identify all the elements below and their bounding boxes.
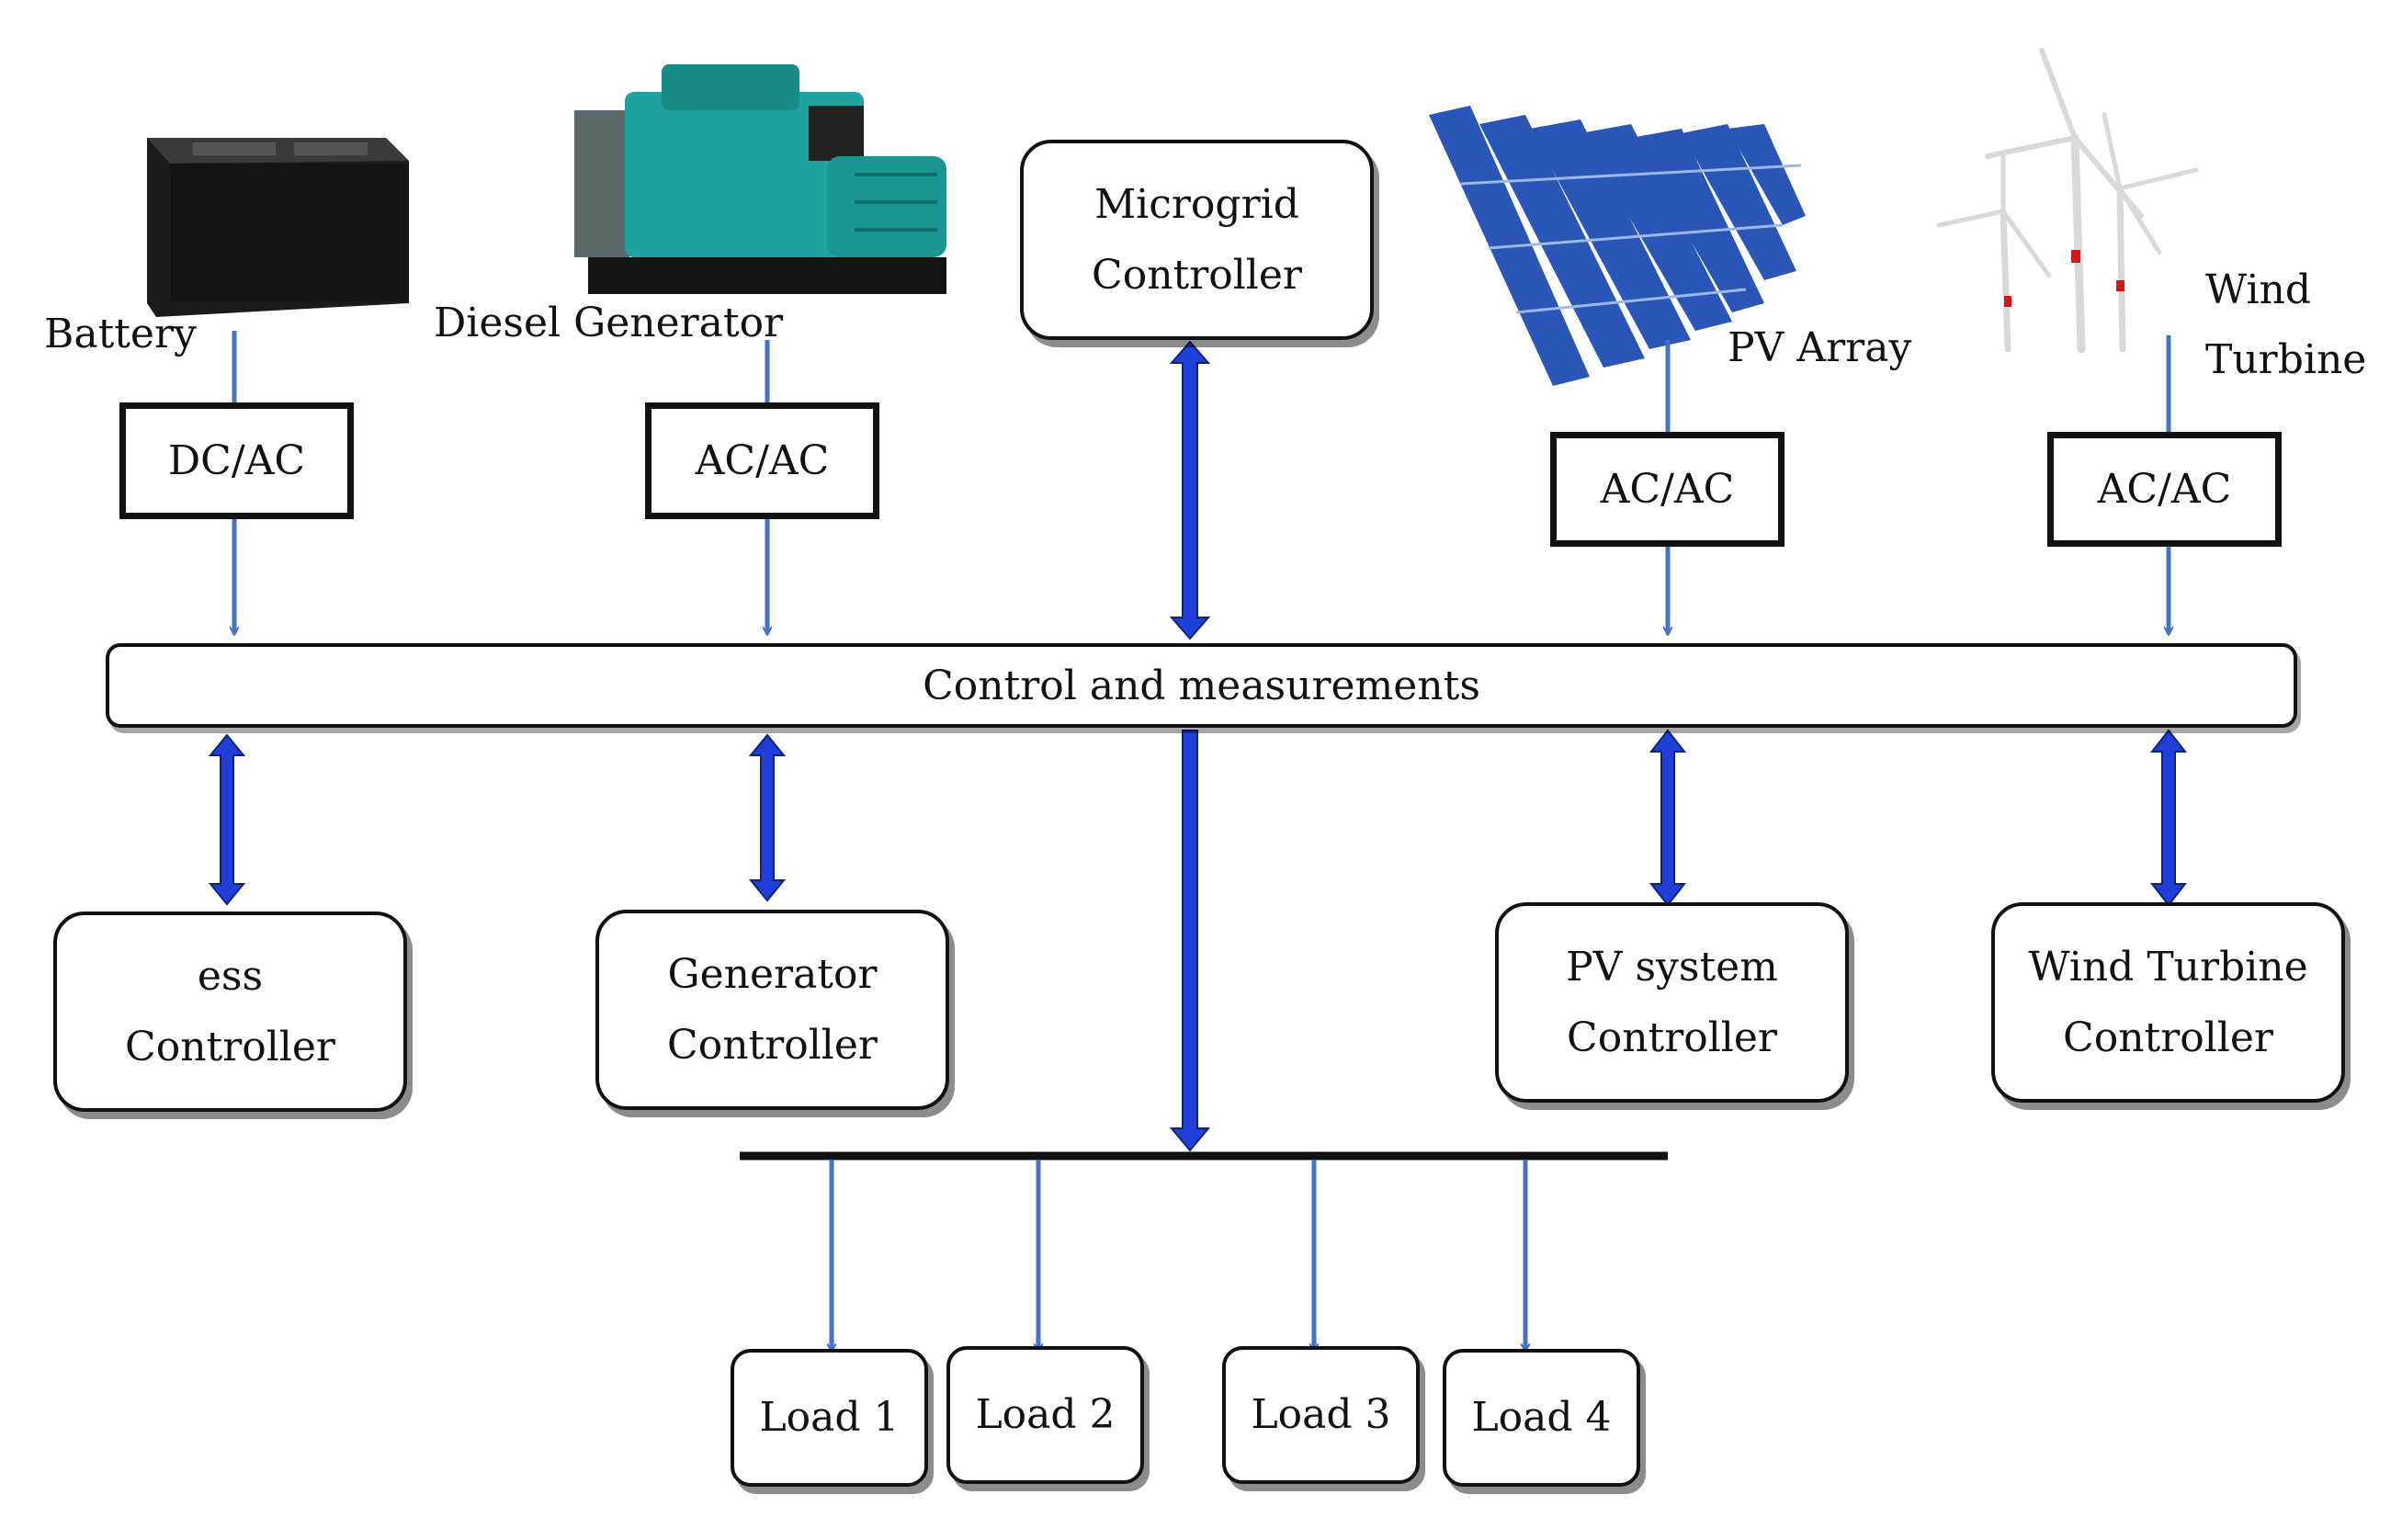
load-box: Load 3 bbox=[1222, 1346, 1420, 1484]
load-box: Load 1 bbox=[731, 1349, 928, 1487]
source-connectors bbox=[234, 331, 2169, 634]
ess-controller-box: ess Controller bbox=[53, 912, 407, 1112]
pv-system-controller-line2: Controller bbox=[1567, 1014, 1777, 1061]
diesel-converter-box: AC/AC bbox=[645, 402, 879, 519]
pv-converter-box: AC/AC bbox=[1550, 432, 1785, 547]
wind-turbine-controller-line1: Wind Turbine bbox=[2028, 944, 2308, 991]
pv-system-controller-box: PV system Controller bbox=[1495, 902, 1849, 1103]
microgrid-controller-line2: Controller bbox=[1092, 252, 1302, 299]
generator-controller-line1: Generator bbox=[667, 951, 878, 998]
generator-controller-line2: Controller bbox=[667, 1022, 878, 1069]
wind-turbine-icon bbox=[1936, 48, 2199, 354]
wind-converter-box: AC/AC bbox=[2047, 432, 2282, 547]
battery-label: Battery bbox=[44, 311, 197, 357]
ess-controller-line1: ess bbox=[197, 953, 264, 1000]
battery-icon bbox=[147, 138, 409, 317]
pv-array-label: PV Array bbox=[1728, 324, 1912, 371]
bidirectional-arrows bbox=[208, 340, 2188, 1152]
ess-controller-line2: Controller bbox=[125, 1024, 335, 1070]
solar-panel-icon bbox=[1429, 106, 1806, 386]
battery-converter-box: DC/AC bbox=[119, 402, 354, 519]
diesel-generator-label: Diesel Generator bbox=[434, 300, 784, 346]
microgrid-controller-box: Microgrid Controller bbox=[1020, 140, 1374, 340]
control-measurements-bus: Control and measurements bbox=[106, 643, 2297, 728]
pv-system-controller-line1: PV system bbox=[1566, 944, 1778, 991]
diesel-generator-icon bbox=[574, 64, 946, 294]
wind-turbine-controller-line2: Controller bbox=[2063, 1014, 2273, 1061]
wind-turbine-controller-box: Wind Turbine Controller bbox=[1991, 902, 2345, 1103]
wind-turbine-label-line1: Wind bbox=[2205, 266, 2312, 313]
control-measurements-label: Control and measurements bbox=[923, 662, 1480, 709]
load-connectors bbox=[832, 1160, 1525, 1351]
load-box: Load 2 bbox=[946, 1346, 1144, 1484]
wind-turbine-label-line2: Turbine bbox=[2205, 336, 2367, 383]
load-box: Load 4 bbox=[1443, 1349, 1640, 1487]
microgrid-controller-line1: Microgrid bbox=[1094, 181, 1299, 228]
generator-controller-box: Generator Controller bbox=[595, 910, 949, 1110]
